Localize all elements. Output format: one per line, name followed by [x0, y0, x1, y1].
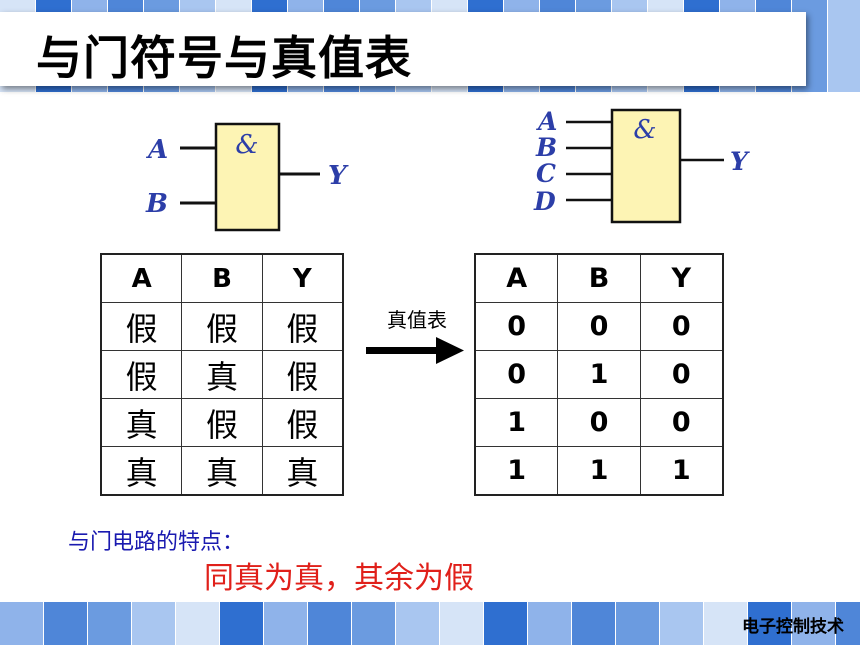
table-row: 0 0 0 [474, 302, 724, 351]
truth-table-text: A B Y 假 假 假 假 真 假 真 假 假 真 真 真 [100, 253, 344, 496]
table-header-row: A B Y [100, 253, 344, 303]
table-row: 假 真 假 [100, 350, 344, 399]
bottom-decor-band [0, 602, 860, 645]
table-cell: 真 [181, 446, 263, 496]
decor-tile [264, 602, 307, 645]
decor-tile [484, 602, 527, 645]
and-gate-2-input: & A B Y [140, 116, 360, 245]
footer-course-label: 电子控制技术 [742, 617, 844, 637]
and-gate-2-diagram: & A B Y [145, 122, 349, 232]
header-cell: Y [261, 253, 344, 303]
table-row: 1 1 1 [474, 446, 724, 496]
table-cell: 0 [639, 302, 724, 351]
table-row: 0 1 0 [474, 350, 724, 399]
gate-symbol: & [235, 130, 258, 160]
table-cell: 0 [639, 398, 724, 447]
header-cell: A [100, 253, 183, 303]
input-label-d: D [533, 187, 556, 216]
input-label-a: A [536, 107, 557, 136]
table-row: 真 真 真 [100, 446, 344, 496]
decor-tile [132, 602, 175, 645]
and-gate-4-input: & A B C D Y [530, 102, 760, 230]
decor-tile [220, 602, 263, 645]
gate-symbol: & [633, 115, 656, 145]
decor-tile [352, 602, 395, 645]
table-cell: 假 [261, 350, 344, 399]
decor-tile [828, 0, 860, 92]
right-arrow-icon [366, 337, 464, 364]
feature-text: 同真为真，其余为假 [204, 561, 474, 596]
gate-body [610, 108, 682, 224]
decor-tile [0, 602, 43, 645]
decor-tile [440, 602, 483, 645]
truth-table-binary: A B Y 0 0 0 0 1 0 1 0 0 1 1 1 [474, 253, 724, 496]
decor-tile [88, 602, 131, 645]
header-cell: B [181, 253, 263, 303]
table-cell: 假 [100, 350, 183, 399]
table-cell: 1 [557, 446, 641, 496]
table-cell: 假 [261, 398, 344, 447]
table-row: 假 假 假 [100, 302, 344, 351]
decor-tile [396, 602, 439, 645]
decor-tile [704, 602, 747, 645]
output-label-y: Y [328, 161, 349, 191]
input-label-b: B [535, 133, 557, 162]
decor-tile [660, 602, 703, 645]
table-cell: 真 [181, 350, 263, 399]
decor-tile [528, 602, 571, 645]
table-cell: 假 [100, 302, 183, 351]
table-cell: 0 [557, 398, 641, 447]
table-cell: 真 [261, 446, 344, 496]
gate-body [214, 122, 281, 232]
decor-tile [616, 602, 659, 645]
title-box: 与门符号与真值表 [0, 12, 806, 86]
decor-tile [176, 602, 219, 645]
and-gate-4-diagram: & A B C D Y [533, 107, 750, 224]
input-label-c: C [536, 159, 556, 188]
decor-tile [572, 602, 615, 645]
input-label-a: A [145, 135, 168, 165]
decor-tile [836, 602, 860, 645]
table-cell: 1 [639, 446, 724, 496]
input-label-b: B [145, 189, 168, 219]
output-label-y: Y [730, 147, 750, 176]
table-header-row: A B Y [474, 253, 724, 303]
decor-tile [44, 602, 87, 645]
table-cell: 假 [261, 302, 344, 351]
table-cell: 0 [474, 350, 559, 399]
header-cell: A [474, 253, 559, 303]
table-cell: 0 [639, 350, 724, 399]
decor-tile [792, 602, 835, 645]
decor-tile [308, 602, 351, 645]
table-cell: 假 [181, 398, 263, 447]
table-cell: 0 [557, 302, 641, 351]
decor-tile [748, 602, 791, 645]
table-cell: 0 [474, 302, 559, 351]
slide-title: 与门符号与真值表 [36, 31, 412, 85]
feature-label: 与门电路的特点： [68, 530, 245, 555]
table-row: 真 假 假 [100, 398, 344, 447]
table-cell: 真 [100, 398, 183, 447]
table-row: 1 0 0 [474, 398, 724, 447]
header-cell: B [557, 253, 641, 303]
table-cell: 假 [181, 302, 263, 351]
table-cell: 真 [100, 446, 183, 496]
table-cell: 1 [557, 350, 641, 399]
header-cell: Y [639, 253, 724, 303]
table-cell: 1 [474, 398, 559, 447]
table-cell: 1 [474, 446, 559, 496]
arrow-label: 真值表 [387, 308, 447, 332]
